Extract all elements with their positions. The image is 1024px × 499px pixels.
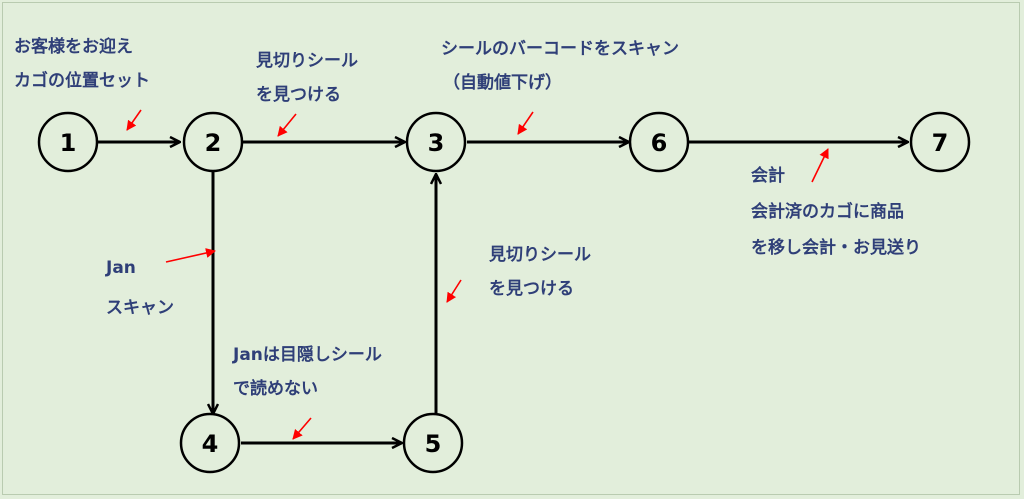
annotation-line: を見つける bbox=[489, 279, 574, 299]
annotation-edge-2-4: Jan スキャン bbox=[106, 248, 174, 328]
annotation-line: Jan bbox=[106, 258, 136, 278]
annotation-line: Janは目隠しシール bbox=[233, 345, 382, 365]
node-6-label: 6 bbox=[651, 129, 668, 157]
edges bbox=[98, 142, 908, 443]
pointer-arrow-1-2 bbox=[126, 109, 142, 131]
nodes: 1 2 3 4 5 6 7 bbox=[37, 111, 971, 474]
annotation-edge-1-2: お客様をお迎え カゴの位置セット bbox=[14, 30, 150, 98]
node-5: 5 bbox=[402, 412, 464, 474]
annotation-line: 見切りシール bbox=[489, 245, 591, 265]
annotation-edge-6-7: 会計 会計済のカゴに商品 を移し会計・お見送り bbox=[751, 158, 921, 266]
annotation-line: カゴの位置セット bbox=[14, 71, 150, 91]
annotation-line: で読めない bbox=[233, 379, 318, 399]
node-3-label: 3 bbox=[428, 129, 445, 157]
pointer-arrow-6-7 bbox=[811, 148, 829, 183]
annotation-edge-2-3: 見切りシール を見つける bbox=[256, 44, 358, 112]
pointer-arrow-2-3 bbox=[277, 113, 297, 137]
node-7-label: 7 bbox=[932, 129, 949, 157]
annotation-edge-4-5: Janは目隠しシール で読めない bbox=[233, 338, 382, 406]
node-2: 2 bbox=[182, 111, 244, 173]
pointer-arrows bbox=[126, 109, 829, 440]
pointer-arrow-4-5 bbox=[292, 417, 312, 440]
annotation-edge-5-3: 見切りシール を見つける bbox=[489, 238, 591, 306]
annotation-line: 見切りシール bbox=[256, 51, 358, 71]
annotation-line: を移し会計・お見送り bbox=[751, 238, 921, 258]
node-5-label: 5 bbox=[425, 430, 442, 458]
node-1-label: 1 bbox=[60, 129, 77, 157]
node-4: 4 bbox=[179, 412, 241, 474]
node-7: 7 bbox=[909, 111, 971, 173]
node-6: 6 bbox=[628, 111, 690, 173]
annotation-line: 会計 bbox=[751, 166, 785, 186]
annotation-edge-3-6: シールのバーコードをスキャン （自動値下げ） bbox=[441, 32, 679, 100]
node-4-label: 4 bbox=[202, 430, 219, 458]
annotation-line: スキャン bbox=[106, 298, 174, 318]
annotation-line: （自動値下げ） bbox=[443, 73, 562, 93]
annotation-line: シールのバーコードをスキャン bbox=[441, 39, 679, 59]
annotation-line: お客様をお迎え bbox=[14, 37, 133, 57]
pointer-arrow-2-4 bbox=[165, 248, 216, 263]
node-2-label: 2 bbox=[205, 129, 222, 157]
annotation-line: 会計済のカゴに商品 bbox=[751, 202, 904, 222]
node-1: 1 bbox=[37, 111, 99, 173]
pointer-arrow-5-3 bbox=[446, 279, 462, 303]
pointer-arrow-3-6 bbox=[517, 111, 534, 135]
node-3: 3 bbox=[405, 111, 467, 173]
annotation-line: を見つける bbox=[256, 85, 341, 105]
